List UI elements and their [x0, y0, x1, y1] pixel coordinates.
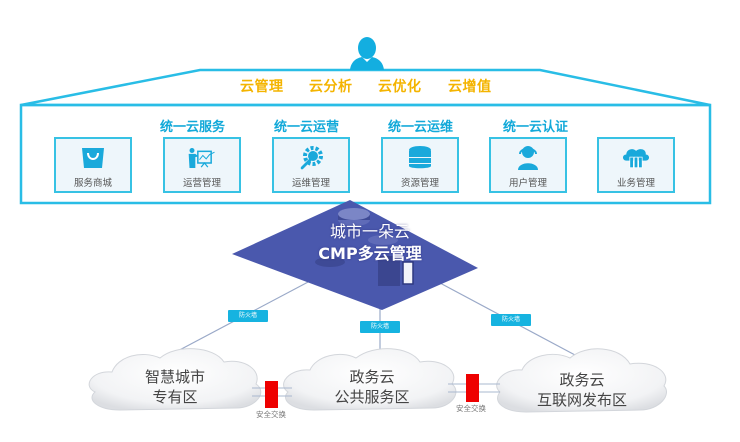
presentation-icon — [188, 148, 215, 168]
cloud-label-line2: 互联网发布区 — [536, 391, 627, 409]
pillar-cloud-value-added: 云增值 — [448, 79, 492, 95]
group-unified-auth: 统一云认证 — [503, 120, 569, 135]
cloud-label-line1: 政务云 — [559, 371, 605, 389]
pillar-cloud-management: 云管理 — [240, 79, 284, 95]
group-unified-operation: 统一云运营 — [274, 120, 340, 135]
user-laptop-icon — [518, 146, 538, 170]
roof-outline — [20, 68, 711, 107]
cloud-server-icon — [622, 149, 650, 169]
cmp-title-line1: 城市一朵云 — [329, 222, 410, 241]
cmp-platform-title: 城市一朵云 CMP多云管理 — [300, 221, 440, 265]
tile-user-management[interactable]: 用户管理 — [489, 137, 567, 193]
tile-label: 资源管理 — [400, 178, 439, 189]
tile-label: 服务商城 — [73, 178, 112, 189]
cmp-title-line2: CMP多云管理 — [318, 244, 422, 263]
database-icon — [409, 146, 431, 169]
tile-label: 运维管理 — [291, 178, 330, 189]
tile-label: 运营管理 — [182, 178, 221, 189]
tile-operation-management[interactable]: 运营管理 — [163, 137, 241, 193]
tile-service-mall[interactable]: 服务商城 — [54, 137, 132, 193]
cloud-gov-internet — [496, 348, 667, 413]
security-exchange-1 — [252, 381, 292, 408]
security-exchange-2 — [448, 374, 500, 402]
firewall-center: 防火墙 — [360, 321, 400, 333]
cloud-gov-internet-label: 政务云 互联网发布区 — [520, 370, 644, 410]
service-frame — [19, 103, 712, 205]
security-exchange-label-2: 安全交换 — [456, 404, 486, 413]
security-exchange-label-1: 安全交换 — [256, 410, 286, 419]
firewall-right: 防火墙 — [491, 314, 531, 326]
cloud-label-line2: 专有区 — [152, 388, 198, 406]
tile-label: 业务管理 — [616, 178, 655, 189]
wrench-gear-icon — [300, 146, 323, 170]
cloud-gov-public — [283, 348, 457, 411]
cloud-label-line1: 政务云 — [349, 368, 395, 386]
shopping-bag-icon — [82, 148, 104, 168]
pillar-cloud-analytics: 云分析 — [309, 79, 353, 95]
tile-label: 用户管理 — [508, 178, 547, 189]
cmp-platform — [232, 200, 478, 310]
group-unified-service: 统一云服务 — [160, 120, 226, 135]
cloud-smart-city — [88, 348, 262, 411]
tile-business-management[interactable]: 业务管理 — [597, 137, 675, 193]
cloud-label-line2: 公共服务区 — [334, 388, 410, 406]
tile-maintenance-management[interactable]: 运维管理 — [272, 137, 350, 193]
firewall-left: 防火墙 — [228, 310, 268, 322]
tile-resource-management[interactable]: 资源管理 — [381, 137, 459, 193]
cloud-label-line1: 智慧城市 — [144, 368, 205, 386]
group-unified-maintenance: 统一云运维 — [388, 120, 454, 135]
pillar-cloud-optimization: 云优化 — [378, 79, 422, 95]
person-silhouette-icon — [350, 37, 384, 70]
cloud-smart-city-label: 智慧城市 专有区 — [118, 367, 232, 407]
cloud-gov-public-label: 政务云 公共服务区 — [312, 367, 432, 407]
